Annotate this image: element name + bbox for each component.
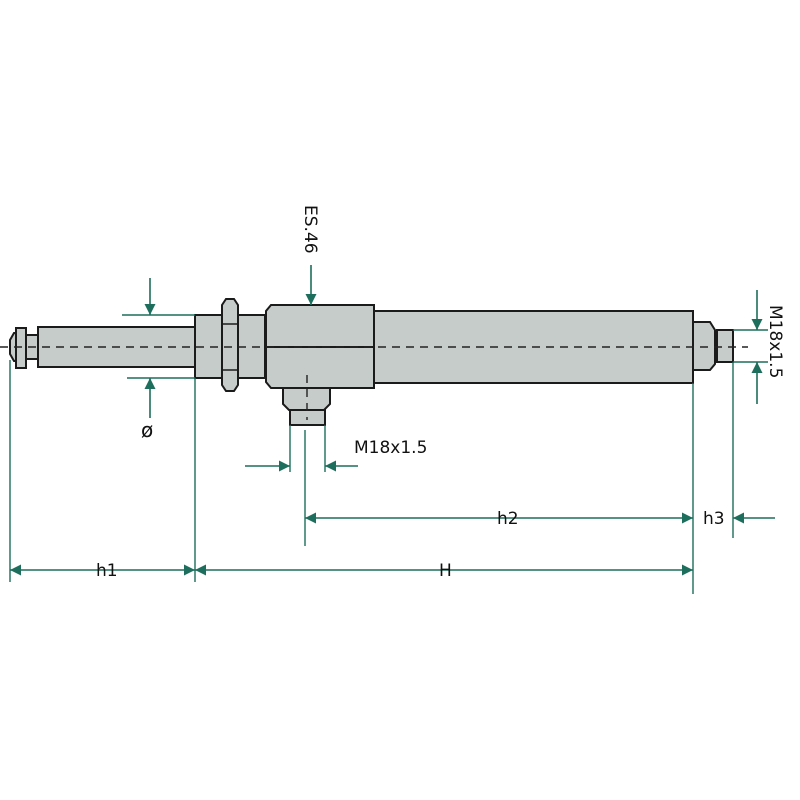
- label-es: ES.46: [300, 205, 320, 254]
- lock-nut: [221, 298, 239, 392]
- label-thread-right: M18x1.5: [765, 305, 785, 378]
- label-H: H: [439, 561, 452, 581]
- left-collar: [15, 327, 27, 369]
- dimension-arrows: [10, 265, 775, 576]
- extension-lines: [9, 314, 768, 594]
- label-h1: h1: [96, 561, 118, 581]
- cylinder-part: [0, 298, 748, 426]
- right-nut: [692, 321, 716, 371]
- label-h3: h3: [703, 509, 725, 529]
- label-thread-bottom: M18x1.5: [354, 438, 427, 458]
- label-h2: h2: [497, 509, 519, 529]
- right-stub: [716, 329, 734, 363]
- label-diameter: ø: [141, 418, 153, 442]
